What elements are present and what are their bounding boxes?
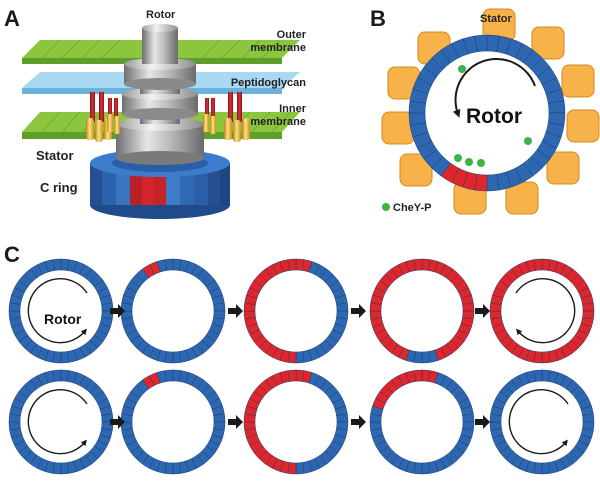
step-arrow	[351, 415, 366, 429]
stator-right	[224, 92, 250, 142]
ring-segment-blue	[8, 421, 21, 431]
chey-p-dots	[454, 65, 532, 167]
sequence-ring	[369, 369, 475, 475]
stator-unit	[561, 64, 595, 98]
sequence-ring	[120, 258, 226, 364]
sequence-ring	[489, 369, 595, 475]
rotor-label-c: Rotor	[44, 311, 82, 327]
step-arrow	[475, 304, 490, 318]
ring-segment-red	[287, 258, 297, 271]
rotor-label-b: Rotor	[466, 105, 522, 128]
sequence-rings	[8, 258, 595, 475]
ring-segment-red	[413, 369, 423, 382]
ring-segment-blue	[474, 34, 488, 53]
ring-segment-blue	[60, 462, 70, 475]
panel-a-letter: A	[4, 6, 20, 31]
panel-c-letter: C	[4, 242, 20, 267]
ring-segment-blue	[8, 310, 21, 320]
step-arrow	[228, 415, 243, 429]
peptidoglycan-label: Peptidoglycan	[231, 77, 306, 89]
rotor-stack	[116, 24, 204, 165]
ring-segment-blue	[489, 421, 502, 431]
stator-right-2	[203, 98, 216, 134]
ring-segment-blue	[541, 462, 551, 475]
sequence-ring	[369, 258, 475, 364]
ring-segment-red	[489, 310, 502, 320]
step-arrow	[351, 304, 366, 318]
panel-a: A	[4, 6, 307, 219]
inner-membrane-label-line2: membrane	[250, 116, 306, 128]
sequence-ring	[489, 258, 595, 364]
ring-segment-blue	[60, 351, 70, 364]
stator-unit	[566, 109, 600, 143]
ring-segment-blue	[295, 351, 305, 364]
ring-segment-blue	[164, 258, 174, 271]
stator-label-b: Stator	[480, 13, 513, 25]
outer-membrane-label-line2: membrane	[250, 42, 306, 54]
sequence-ring	[8, 369, 114, 475]
step-arrow	[110, 304, 125, 318]
ring-segment-blue	[52, 369, 62, 382]
ring-segment-red	[582, 302, 595, 312]
ring-segment-blue	[52, 258, 62, 271]
rotation-arrow-ccw	[508, 388, 569, 455]
chey-p-legend-label: CheY-P	[393, 202, 432, 214]
ring-segment-red	[413, 258, 423, 271]
ring-segment-red	[462, 302, 475, 312]
ring-segment-blue	[369, 421, 382, 431]
sequence-ring	[243, 258, 349, 364]
ring-segment-blue	[336, 413, 349, 423]
ring-segment-red	[243, 310, 256, 320]
stator-left-2	[107, 98, 120, 134]
stator-left	[86, 92, 112, 142]
sequence-ring	[120, 369, 226, 475]
ring-segment-blue	[421, 351, 431, 364]
ring-segment-blue	[213, 302, 226, 312]
ring-segment-blue	[533, 369, 543, 382]
ring-segment-blue	[172, 351, 182, 364]
step-arrow	[110, 415, 125, 429]
inner-membrane-label-line1: Inner	[279, 103, 307, 115]
ring-segment-blue	[421, 462, 431, 475]
ring-segment-red	[369, 310, 382, 320]
ring-segment-blue	[295, 462, 305, 475]
ring-segment-blue	[213, 413, 226, 423]
ring-segment-blue	[336, 302, 349, 312]
panel-c: C Rotor	[4, 242, 595, 475]
step-arrow	[228, 304, 243, 318]
ring-segment-red	[533, 258, 543, 271]
cring-label: C ring	[40, 180, 78, 195]
ring-segment-blue	[582, 413, 595, 423]
switch-ring	[408, 34, 566, 192]
stator-unit	[531, 26, 565, 60]
ring-segment-blue	[462, 413, 475, 423]
ring-segment-red	[287, 369, 297, 382]
stator-unit	[399, 153, 433, 187]
rotor-label-a: Rotor	[146, 9, 176, 21]
step-arrow	[475, 415, 490, 429]
ring-segment-blue	[164, 369, 174, 382]
sequence-ring	[243, 369, 349, 475]
outer-membrane-label-line1: Outer	[277, 29, 307, 41]
rotation-arrow-ccw	[27, 277, 88, 344]
rotation-arrow-cw	[515, 277, 576, 344]
rotation-arrow-ccw	[452, 58, 536, 118]
panel-b-letter: B	[370, 6, 386, 31]
stator-label-a: Stator	[36, 148, 74, 163]
ring-segment-blue	[172, 462, 182, 475]
ring-segment-red	[243, 421, 256, 431]
sequence-arrows	[110, 304, 490, 429]
panel-b: B Rotor Stator CheY-P	[370, 6, 600, 215]
rotation-arrow-ccw	[27, 388, 88, 455]
ring-segment-red	[541, 351, 551, 364]
chey-p-legend-dot	[382, 203, 390, 211]
stator-unit	[546, 151, 580, 185]
